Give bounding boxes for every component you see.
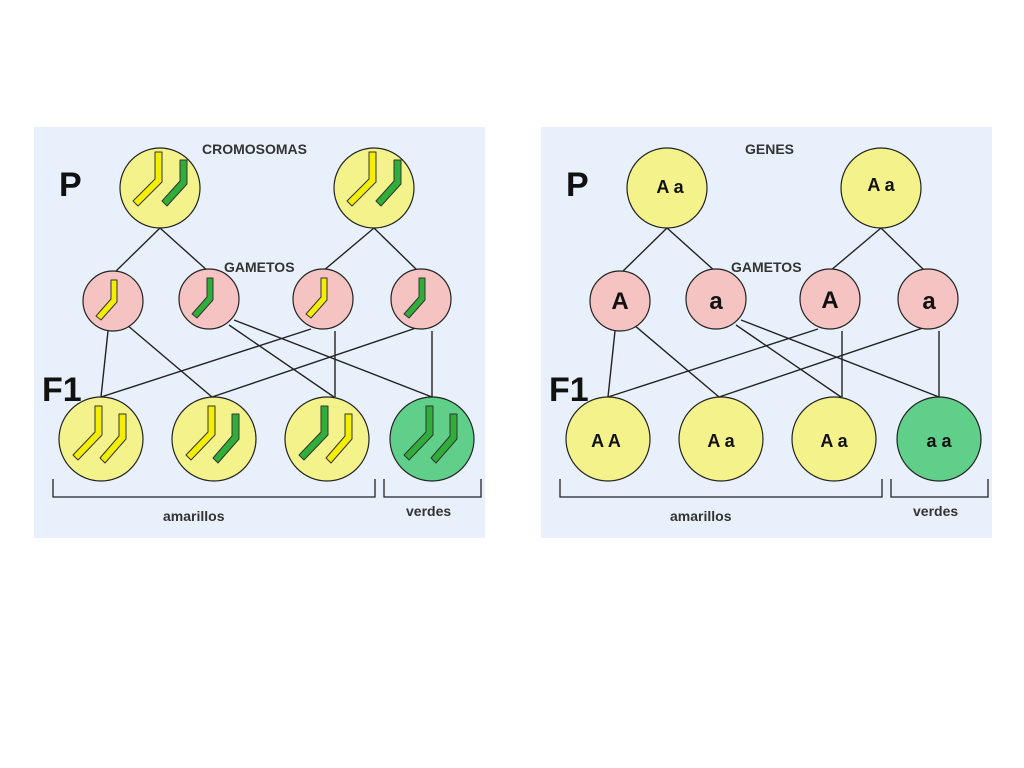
chromosome-diagram-panel: P F1 CROMOSOMAS GAMETOS amarillos verdes: [34, 127, 485, 538]
generation-f1-label: F1: [42, 371, 82, 409]
line-g1-o2: [126, 324, 213, 398]
offspring-group-1-label: amarillos: [163, 508, 225, 524]
bracket-amarillos: [52, 479, 376, 498]
line-parent2-gamete4: [373, 227, 420, 273]
offspring-genotype-1: A A: [591, 431, 621, 451]
line-parent1-gamete2: [159, 227, 210, 273]
offspring4-chromosomes: [403, 405, 458, 464]
green-chromosome-icon: [430, 413, 458, 464]
offspring-group-2-label: verdes: [406, 503, 451, 519]
line-parent1-gamete1: [112, 227, 161, 275]
offspring-circle-4: [896, 396, 982, 482]
line-g1-o1: [100, 330, 109, 398]
line-g3-o1: [607, 328, 819, 398]
parent-circle-1: [626, 147, 708, 229]
offspring-group-2-label: verdes: [913, 503, 958, 519]
offspring-circle-1: [565, 396, 651, 482]
gamete-circle-2: [685, 268, 747, 330]
parent-circles: [626, 147, 922, 229]
parents-label: GENES: [745, 141, 794, 157]
line-g2-o4: [740, 319, 940, 398]
yellow-chromosome-icon: [346, 151, 377, 207]
yellow-chromosome-icon: [305, 277, 328, 319]
brackets: [559, 479, 989, 498]
generation-p-label: P: [59, 166, 82, 204]
parent1-chromosomes: [132, 151, 188, 207]
offspring-genotype-2: A a: [707, 431, 735, 451]
yellow-chromosome-icon: [325, 413, 353, 464]
line-g2-o4: [233, 319, 433, 398]
generation-p-label: P: [566, 166, 589, 204]
offspring-circle-2: [678, 396, 764, 482]
bracket-verdes: [890, 479, 989, 498]
line-g3-o1: [100, 328, 312, 398]
gene-diagram-panel: A a A a A a A a A A A a A a a a P F1 GEN…: [541, 127, 992, 538]
line-parent2-gamete3: [829, 227, 882, 272]
line-g2-o2: [735, 324, 842, 398]
green-chromosome-icon: [298, 405, 329, 461]
generation-f1-label: F1: [549, 371, 589, 409]
gamete-circle-1: [589, 270, 651, 332]
yellow-chromosome-icon: [185, 405, 216, 461]
line-g4-o3: [211, 327, 417, 398]
yellow-chromosome-icon: [99, 413, 127, 464]
offspring-genotype-4: a a: [926, 431, 952, 451]
green-chromosome-icon: [403, 277, 426, 319]
line-parent1-gamete2: [666, 227, 717, 273]
bracket-verdes: [383, 479, 482, 498]
line-g1-o1: [607, 330, 616, 398]
green-chromosome-icon: [191, 277, 214, 319]
gamete-circle-3: [799, 268, 861, 330]
line-g2-o2: [228, 324, 335, 398]
brackets: [52, 479, 482, 498]
offspring-group-1-label: amarillos: [670, 508, 732, 524]
chromosome-diagram: P F1 CROMOSOMAS GAMETOS amarillos verdes: [42, 141, 482, 524]
offspring-circle-3: [791, 396, 877, 482]
line-parent1-gamete1: [619, 227, 668, 275]
gamete-circles: [589, 268, 959, 332]
gametes-label: GAMETOS: [731, 259, 802, 275]
green-chromosome-icon: [212, 413, 240, 464]
yellow-chromosome-icon: [72, 405, 103, 461]
gametes-label: GAMETOS: [224, 259, 295, 275]
gamete-allele-2: a: [709, 288, 723, 315]
gamete-allele-3: A: [821, 287, 838, 314]
gamete-allele-1: A: [611, 288, 628, 315]
gene-diagram: A a A a A a A a A A A a A a a a P F1 GEN…: [549, 141, 989, 524]
cross-lines: [100, 227, 433, 398]
offspring2-chromosomes: [185, 405, 240, 464]
parent-genotype-1: A a: [656, 177, 684, 197]
gamete-allele-4: a: [922, 288, 936, 315]
offspring-circles: [565, 396, 982, 482]
offspring3-chromosomes: [298, 405, 353, 464]
gamete-circle-4: [897, 268, 959, 330]
parent-genotype-2: A a: [867, 175, 895, 195]
line-parent2-gamete3: [322, 227, 375, 272]
line-g1-o2: [633, 324, 720, 398]
offspring-genotype-3: A a: [820, 431, 848, 451]
bracket-amarillos: [559, 479, 883, 498]
offspring1-chromosomes: [72, 405, 127, 464]
gamete-chromosomes: [95, 277, 426, 321]
parents-label: CROMOSOMAS: [202, 141, 307, 157]
line-parent2-gamete4: [880, 227, 927, 273]
yellow-chromosome-icon: [95, 279, 118, 321]
gamete-circles: [82, 268, 452, 332]
green-chromosome-icon: [375, 159, 402, 207]
yellow-chromosome-icon: [132, 151, 163, 207]
line-g4-o3: [718, 327, 924, 398]
parent-circle-2: [840, 147, 922, 229]
cross-lines: [607, 227, 940, 398]
green-chromosome-icon: [403, 405, 434, 461]
green-chromosome-icon: [161, 159, 188, 207]
parent2-chromosomes: [346, 151, 402, 207]
